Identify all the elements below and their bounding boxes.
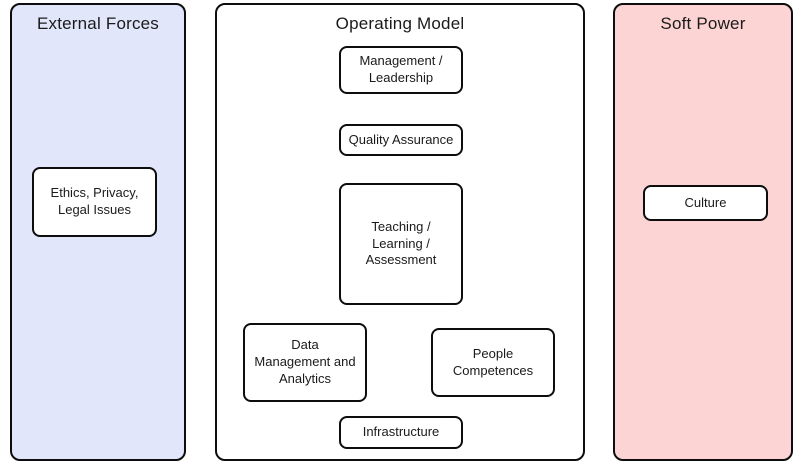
box-data-management-analytics: Data Management and Analytics [243,323,367,402]
box-culture: Culture [643,185,768,221]
panel-soft-power: Soft Power [613,3,793,461]
box-teaching-learning-assessment: Teaching / Learning / Assessment [339,183,463,305]
box-ethics-privacy-legal: Ethics, Privacy, Legal Issues [32,167,157,237]
box-infrastructure: Infrastructure [339,416,463,449]
panel-title-soft-power: Soft Power [660,14,746,33]
panel-title-operating-model: Operating Model [335,14,465,33]
box-management-leadership: Management / Leadership [339,46,463,94]
panel-title-external-forces: External Forces [36,14,160,33]
box-quality-assurance: Quality Assurance [339,124,463,156]
box-people-competences: People Competences [431,328,555,397]
